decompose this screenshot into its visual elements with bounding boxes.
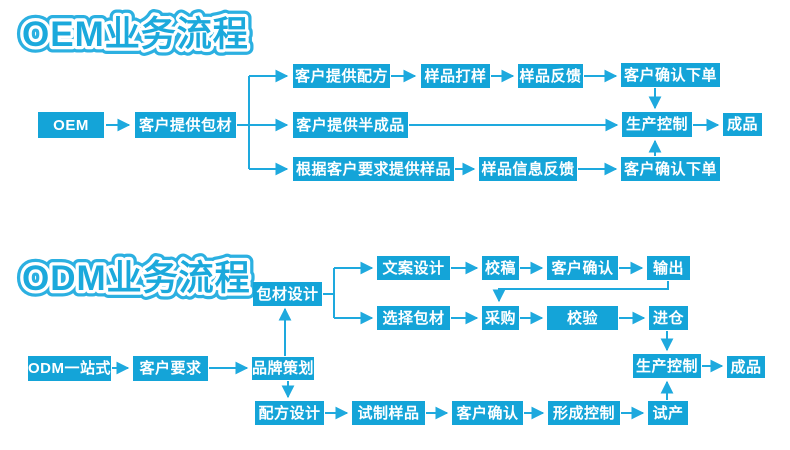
node-trial-production: 试产 — [648, 401, 688, 425]
node-sample-feedback: 样品反馈 — [518, 64, 583, 88]
node-production-control-odm: 生产控制 — [633, 354, 701, 378]
node-output: 输出 — [647, 256, 690, 280]
node-copy-design: 文案设计 — [377, 256, 450, 280]
node-warehousing: 进仓 — [649, 306, 688, 330]
node-sample-info-feedback: 样品信息反馈 — [479, 157, 577, 181]
odm-title-text: ODM业务流程 — [22, 259, 251, 298]
oem-title: OEM业务流程 OEM业务流程 — [16, 9, 255, 61]
node-customer-confirm-order-1: 客户确认下单 — [621, 63, 720, 87]
node-customer-packaging: 客户提供包材 — [135, 112, 236, 138]
node-packaging-design: 包材设计 — [253, 282, 322, 306]
node-sample-proofing: 样品打样 — [421, 64, 490, 88]
node-select-packaging: 选择包材 — [377, 306, 450, 330]
node-forming-control: 形成控制 — [548, 401, 620, 425]
odm-title: ODM业务流程 ODM业务流程 — [16, 253, 257, 305]
oem-title-outline: OEM业务流程 — [22, 15, 249, 54]
node-customer-confirm-sample: 客户确认 — [452, 401, 523, 425]
oem-title-text: OEM业务流程 — [22, 15, 249, 54]
odm-title-outline: ODM业务流程 — [22, 259, 251, 298]
node-finished-product-odm: 成品 — [727, 356, 765, 378]
node-customer-confirm-copy: 客户确认 — [547, 256, 618, 280]
node-customer-semifinished: 客户提供半成品 — [293, 112, 408, 138]
node-trial-sample: 试制样品 — [352, 401, 425, 425]
node-brand-planning: 品牌策划 — [252, 357, 314, 380]
node-samples-per-requirements: 根据客户要求提供样品 — [293, 157, 454, 181]
node-production-control-oem: 生产控制 — [622, 112, 692, 137]
node-purchasing: 采购 — [482, 306, 519, 330]
node-customer-formula: 客户提供配方 — [293, 64, 390, 88]
node-customer-confirm-order-2: 客户确认下单 — [621, 157, 720, 181]
node-finished-product-oem: 成品 — [723, 113, 762, 136]
node-proofreading: 校稿 — [482, 256, 519, 280]
node-odm-onestop: ODM一站式 — [28, 356, 111, 381]
node-inspection: 校验 — [547, 306, 618, 330]
node-oem: OEM — [38, 112, 104, 138]
node-formula-design: 配方设计 — [255, 401, 324, 425]
node-customer-requirements: 客户要求 — [133, 356, 208, 381]
